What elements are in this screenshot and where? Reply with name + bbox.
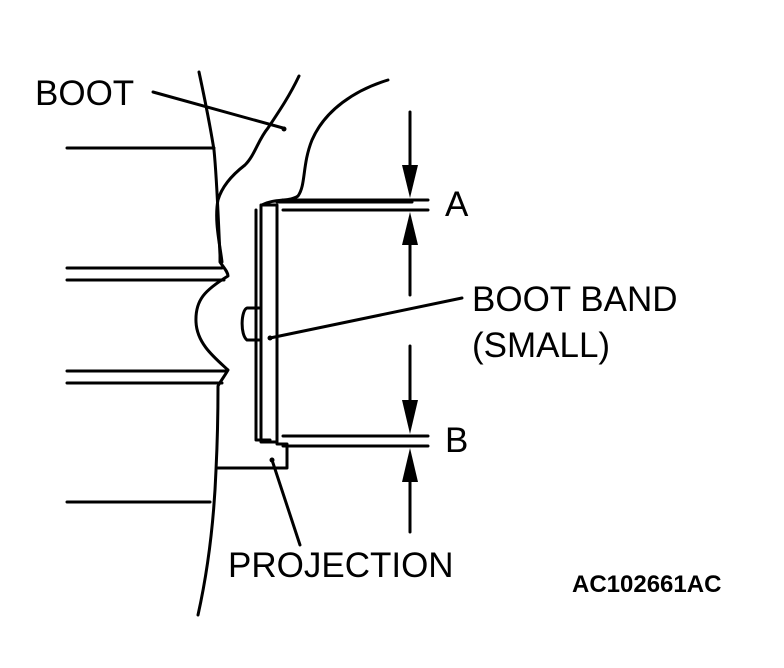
dim-a-label: A bbox=[445, 185, 469, 224]
arrowhead-b-down bbox=[402, 400, 418, 434]
boot-outline-right bbox=[260, 78, 390, 207]
band-buckle bbox=[240, 306, 261, 342]
leader-projection bbox=[270, 458, 302, 547]
arrowhead-b-up bbox=[402, 448, 418, 482]
boot-outline-left bbox=[215, 74, 301, 264]
leader-boot bbox=[151, 90, 285, 130]
leader-boot-band bbox=[268, 296, 464, 340]
projection-label: PROJECTION bbox=[228, 546, 454, 585]
boot-band-label-line1: BOOT BAND bbox=[472, 280, 678, 319]
projection-shape bbox=[216, 442, 289, 470]
leader-dot-band bbox=[267, 335, 273, 341]
arrowhead-a-up bbox=[402, 212, 418, 245]
arrowhead-a-down bbox=[402, 165, 418, 198]
boot-band-label-line2: (SMALL) bbox=[472, 326, 611, 365]
boot-band bbox=[259, 203, 279, 444]
boot-lower-edge bbox=[254, 208, 272, 442]
leader-dot-projection bbox=[269, 457, 275, 463]
boot-label: BOOT bbox=[35, 74, 135, 113]
figure-id: AC102661AC bbox=[572, 571, 722, 598]
housing-outline bbox=[194, 70, 230, 617]
leader-dot-boot bbox=[281, 126, 287, 132]
dim-b-label: B bbox=[445, 421, 469, 460]
